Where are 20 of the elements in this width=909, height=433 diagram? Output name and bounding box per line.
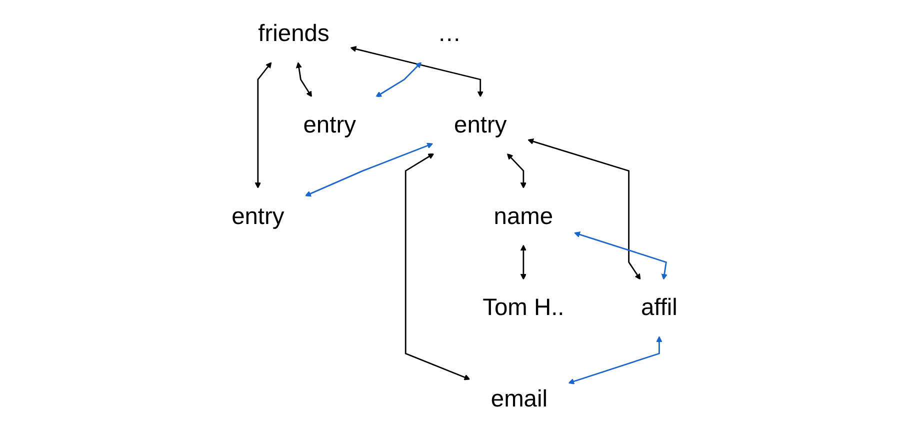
arrow	[506, 153, 526, 189]
arrow	[520, 244, 526, 280]
arrow	[296, 62, 312, 98]
arrow	[254, 62, 272, 189]
node-text: name	[494, 202, 554, 230]
node-text: entry	[454, 112, 507, 138]
node-text: …	[438, 20, 462, 47]
arrow	[376, 62, 422, 98]
arrow	[304, 142, 434, 197]
arrow	[574, 232, 668, 280]
node-text: email	[490, 386, 548, 412]
arrow	[528, 138, 641, 280]
arrow	[404, 153, 470, 380]
node-text: Tom H..	[482, 294, 564, 321]
arrow	[350, 46, 484, 98]
arrow	[568, 336, 662, 384]
node-text: entry	[303, 112, 356, 138]
node-text: affil	[640, 294, 678, 321]
node-text: entry	[232, 202, 284, 230]
node-text: friends	[258, 20, 330, 47]
